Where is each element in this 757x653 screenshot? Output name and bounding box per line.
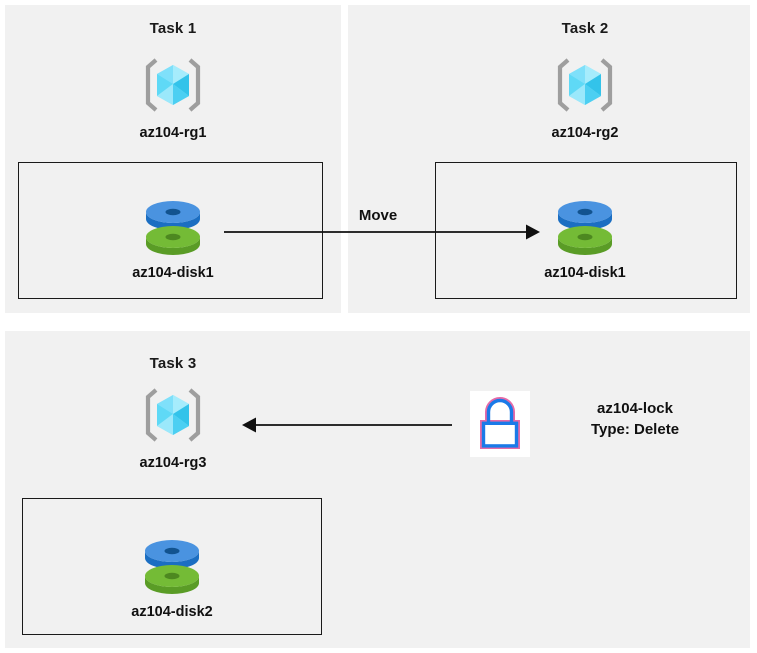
padlock-icon [480,397,520,449]
lock-icon-tile [470,391,530,457]
panel-task-2 [348,5,750,313]
disk-label: az104-disk2 [131,604,213,620]
panel-task-1 [5,5,341,313]
move-arrow-label: Move [358,207,398,224]
task-3-title: Task 3 [149,355,197,372]
disk-label: az104-disk1 [132,265,214,281]
panel-task-3 [5,331,750,648]
task-2-title: Task 2 [561,20,609,37]
azure-disk-icon [145,540,199,594]
resource-group-label: az104-rg1 [139,125,207,141]
azure-resource-group-icon [145,58,201,112]
task-1-title: Task 1 [149,20,197,37]
resource-group-boundary-box [435,162,737,299]
move-arrow [224,224,540,240]
lock-type: Type: Delete [590,421,680,439]
resource-group-label: az104-rg2 [551,125,619,141]
resource-group-boundary-box [18,162,323,299]
resource-group-label: az104-rg3 [139,455,207,471]
azure-disk-icon [146,201,200,255]
disk-label: az104-disk1 [544,265,626,281]
lock-caption: az104-lock Type: Delete [540,398,730,441]
lock-arrow [242,417,452,433]
lock-name: az104-lock [597,400,673,417]
azure-disk-icon [558,201,612,255]
azure-resource-group-icon [145,388,201,442]
resource-group-boundary-box [22,498,322,635]
azure-resource-group-icon [557,58,613,112]
